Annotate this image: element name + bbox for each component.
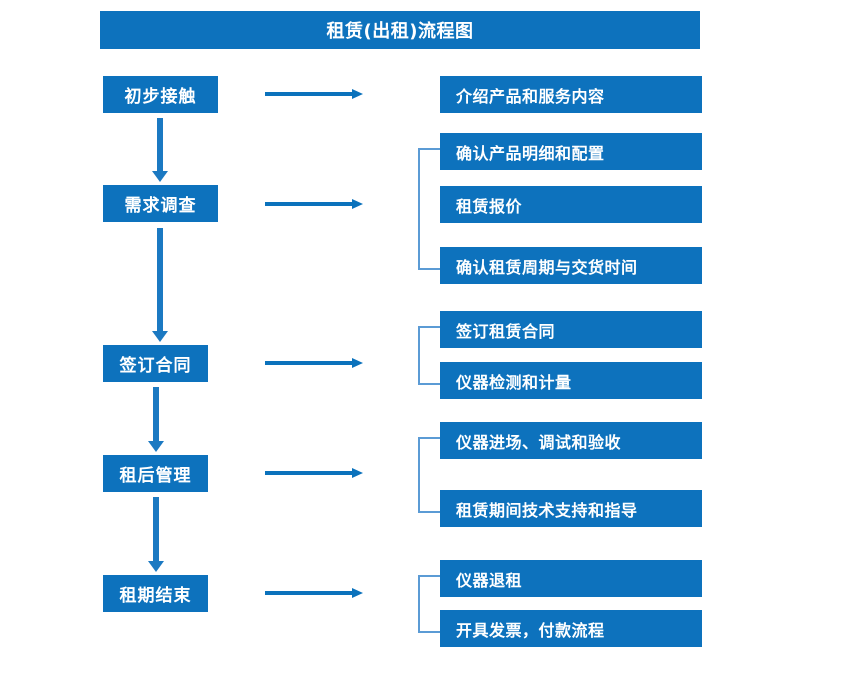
task-box-4[interactable]: 确认租赁周期与交货时间 <box>440 247 702 284</box>
task-group-bracket-3 <box>418 326 442 385</box>
task-box-6[interactable]: 仪器检测和计量 <box>440 362 702 399</box>
task-box-7[interactable]: 仪器进场、调试和验收 <box>440 422 702 459</box>
task-box-2[interactable]: 确认产品明细和配置 <box>440 133 702 170</box>
stage-flow-arrow-3-4 <box>148 387 164 452</box>
stage-box-2[interactable]: 需求调查 <box>103 185 218 222</box>
stage-box-5[interactable]: 租期结束 <box>103 575 208 612</box>
page-title: 租赁(出租)流程图 <box>100 11 700 49</box>
task-link-arrow-4 <box>265 468 363 478</box>
task-box-5[interactable]: 签订租赁合同 <box>440 311 702 348</box>
stage-flow-arrow-2-3 <box>152 228 168 342</box>
task-group-bracket-4 <box>418 437 442 513</box>
task-link-arrow-1 <box>265 89 363 99</box>
task-box-3[interactable]: 租赁报价 <box>440 186 702 223</box>
task-link-arrow-3 <box>265 358 363 368</box>
task-box-9[interactable]: 仪器退租 <box>440 560 702 597</box>
task-box-10[interactable]: 开具发票，付款流程 <box>440 610 702 647</box>
task-box-1[interactable]: 介绍产品和服务内容 <box>440 76 702 113</box>
task-group-bracket-2 <box>418 148 442 270</box>
stage-box-4[interactable]: 租后管理 <box>103 455 208 492</box>
task-box-8[interactable]: 租赁期间技术支持和指导 <box>440 490 702 527</box>
task-group-bracket-5 <box>418 575 442 633</box>
task-link-arrow-5 <box>265 588 363 598</box>
stage-box-3[interactable]: 签订合同 <box>103 345 208 382</box>
stage-flow-arrow-4-5 <box>148 497 164 572</box>
task-link-arrow-2 <box>265 199 363 209</box>
stage-box-1[interactable]: 初步接触 <box>103 76 218 113</box>
stage-flow-arrow-1-2 <box>152 118 168 182</box>
